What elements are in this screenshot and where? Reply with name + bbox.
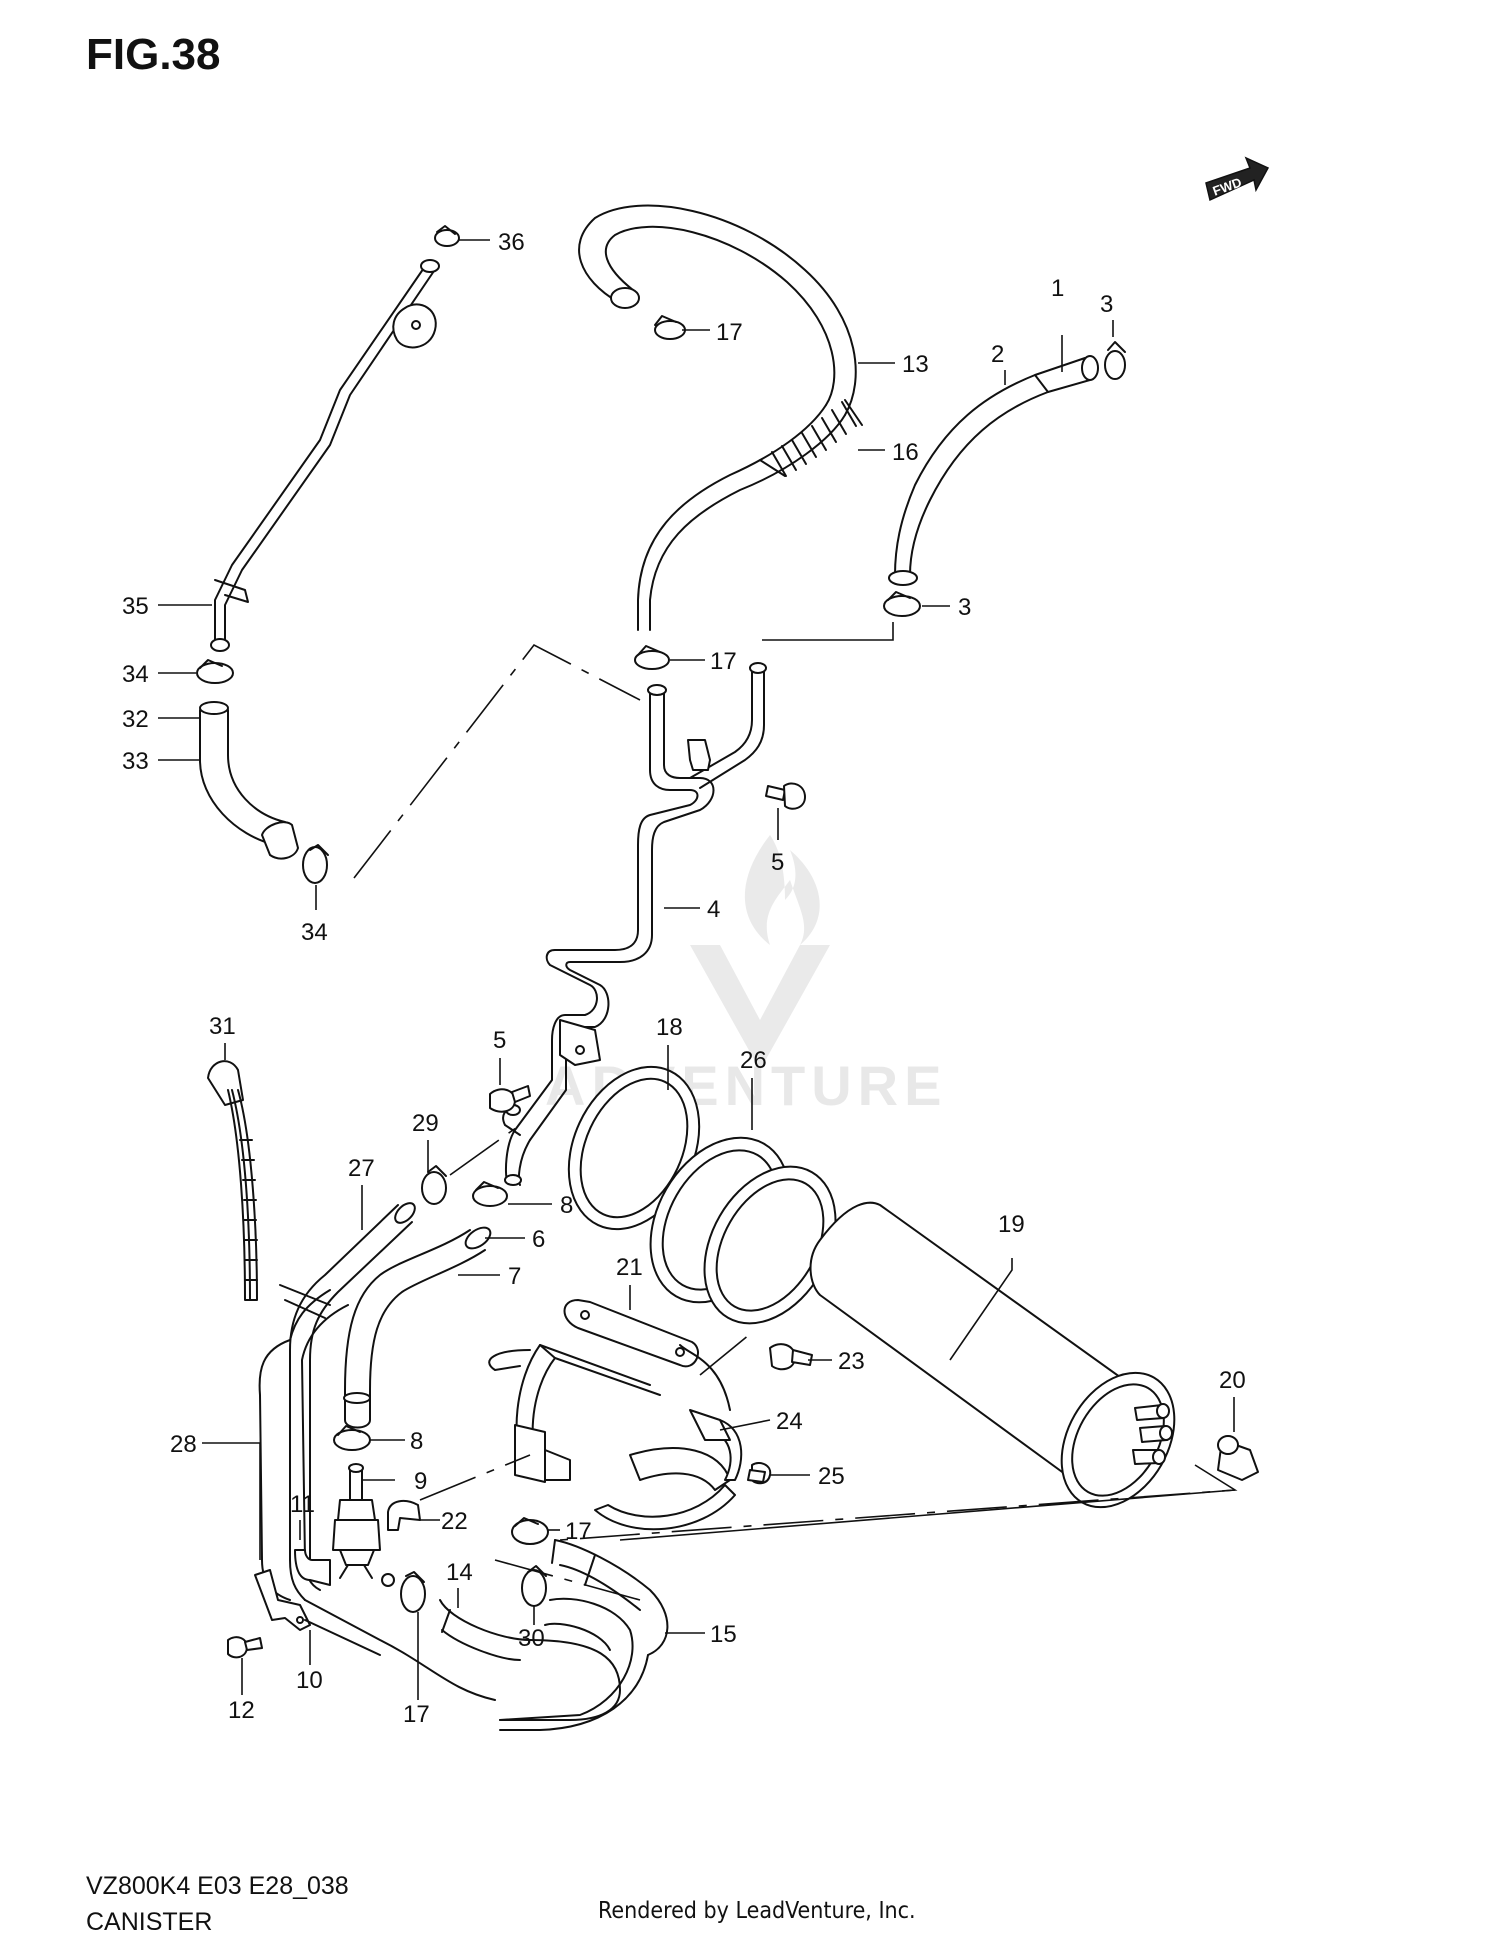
clamp-17-right <box>511 1517 549 1545</box>
callout-31: 31 <box>209 1013 236 1040</box>
callout-12: 12 <box>228 1697 255 1724</box>
callout-14: 14 <box>446 1559 473 1586</box>
part-20-cap <box>1217 1435 1259 1481</box>
callout-36: 36 <box>498 229 525 256</box>
figure-title: FIG.38 <box>86 30 221 79</box>
callout-labels: 36 17 13 16 3 1 2 3 17 35 34 32 33 34 5 … <box>122 229 1246 1728</box>
clamp-30 <box>521 1565 547 1607</box>
part-9-valve <box>332 1463 381 1579</box>
callout-10: 10 <box>296 1667 323 1694</box>
callout-34: 34 <box>122 661 149 688</box>
callout-5: 5 <box>493 1027 506 1054</box>
bolt-25 <box>747 1462 772 1485</box>
fwd-label: FWD <box>1211 174 1244 198</box>
section-name: CANISTER <box>86 1908 213 1936</box>
callout-7: 7 <box>508 1263 521 1290</box>
clamp-29 <box>421 1165 447 1205</box>
callout-32: 32 <box>122 706 149 733</box>
clamp-17-upper <box>654 315 686 340</box>
callout-25: 25 <box>818 1463 845 1490</box>
callout-3: 3 <box>1100 291 1113 318</box>
callout-20: 20 <box>1219 1367 1246 1394</box>
callout-6: 6 <box>532 1226 545 1253</box>
callout-3: 3 <box>958 594 971 621</box>
callout-19: 19 <box>998 1211 1025 1238</box>
callout-29: 29 <box>412 1110 439 1137</box>
callout-33: 33 <box>122 748 149 775</box>
callout-9: 9 <box>414 1468 427 1495</box>
part-16-sleeve <box>637 399 863 631</box>
callout-35: 35 <box>122 593 149 620</box>
callout-15: 15 <box>710 1621 737 1648</box>
part-31-cable-tie <box>207 1060 258 1301</box>
part-11-clip <box>294 1549 331 1586</box>
clamp-8-upper <box>472 1181 508 1207</box>
forward-direction-badge: FWD <box>1205 156 1270 202</box>
part-33-hose <box>199 701 299 860</box>
part-21-strap <box>563 1299 699 1368</box>
callout-8: 8 <box>410 1428 423 1455</box>
callout-24: 24 <box>776 1408 803 1435</box>
part-19-canister <box>809 1201 1176 1509</box>
reference-line-30 <box>494 1559 641 1601</box>
callout-28: 28 <box>170 1431 197 1458</box>
reference-line-3-4 <box>762 622 894 641</box>
callout-27: 27 <box>348 1155 375 1182</box>
part-24-band <box>488 1344 743 1531</box>
callout-21: 21 <box>616 1254 643 1281</box>
render-credit: Rendered by LeadVenture, Inc. <box>598 1898 916 1924</box>
callout-leaders <box>158 239 1235 1700</box>
callout-16: 16 <box>892 439 919 466</box>
reference-line-34-4 <box>353 643 641 879</box>
clamp-17-lower <box>381 1571 426 1613</box>
bolt-5-lower <box>489 1085 531 1113</box>
callout-34: 34 <box>301 919 328 946</box>
part-10-bracket <box>254 1569 496 1701</box>
reference-line-29 <box>449 1124 521 1176</box>
clamp-17-mid <box>634 645 670 670</box>
reference-line-21-23 <box>699 1329 756 1376</box>
callout-26: 26 <box>740 1047 767 1074</box>
callout-30: 30 <box>518 1625 545 1652</box>
part-27-28-hose <box>258 1202 416 1601</box>
callout-17: 17 <box>403 1701 430 1728</box>
part-13-hose <box>578 204 857 416</box>
part-14-hose <box>439 1599 621 1721</box>
callout-5: 5 <box>771 849 784 876</box>
clamp-34-upper <box>196 659 234 684</box>
callout-23: 23 <box>838 1348 865 1375</box>
model-code: VZ800K4 E03 E28_038 <box>86 1872 349 1900</box>
part-15-u-hose <box>499 1539 669 1731</box>
callout-4: 4 <box>707 896 720 923</box>
clamp-34-lower <box>302 844 329 884</box>
reference-line-20 <box>619 1489 1236 1541</box>
clamp-3-upper <box>1104 341 1126 380</box>
clamp-36 <box>434 225 460 247</box>
part-2-hose <box>888 374 1049 586</box>
clamp-8-lower <box>333 1425 371 1451</box>
callout-8: 8 <box>560 1192 573 1219</box>
part-6-7-hose <box>343 1226 492 1429</box>
callout-22: 22 <box>441 1508 468 1535</box>
reference-line-22 <box>419 1454 531 1501</box>
callout-17: 17 <box>716 319 743 346</box>
part-26-sleeve <box>649 1136 837 1325</box>
callout-2: 2 <box>991 341 1004 368</box>
bolt-5-upper <box>765 782 806 810</box>
watermark: ADVENTURE <box>545 835 941 1117</box>
part-35-pipe <box>210 259 440 652</box>
bolt-23 <box>769 1343 813 1371</box>
callout-17: 17 <box>710 648 737 675</box>
part-22-clip <box>387 1499 421 1531</box>
callout-11: 11 <box>290 1491 315 1518</box>
bolt-12 <box>227 1636 263 1659</box>
callout-13: 13 <box>902 351 929 378</box>
part-1-hose <box>1034 355 1099 393</box>
clamp-3-lower <box>883 591 921 617</box>
callout-18: 18 <box>656 1014 683 1041</box>
callout-1: 1 <box>1051 275 1064 302</box>
callout-17: 17 <box>565 1518 592 1545</box>
